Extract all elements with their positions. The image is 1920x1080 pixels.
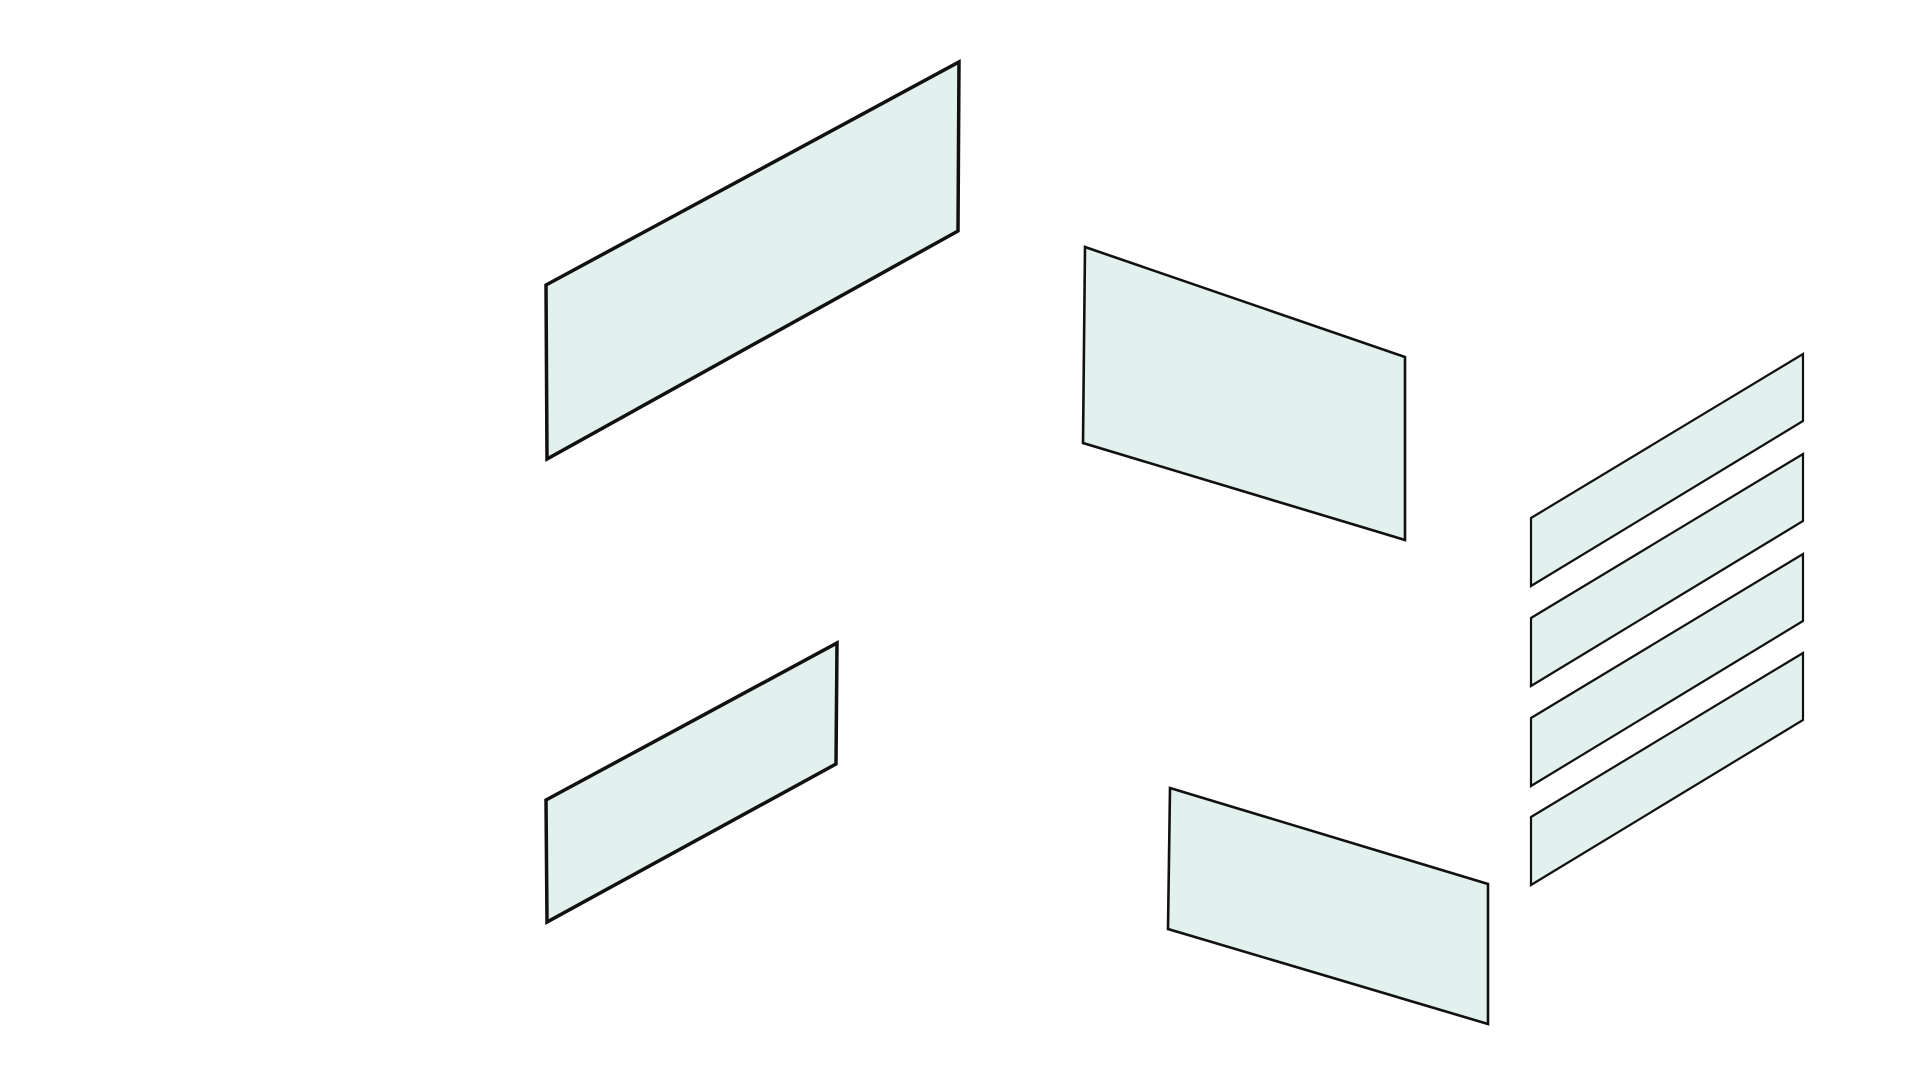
- left-column-group: [544, 59, 961, 925]
- panel-stack-4: [1529, 651, 1805, 887]
- center-column-group: [1081, 245, 1490, 1026]
- right-stack-group: [1529, 352, 1805, 887]
- panel-left-large: [544, 59, 961, 462]
- panel-stack-2: [1529, 452, 1805, 688]
- panel-stack-1: [1529, 352, 1805, 588]
- panel-center-lower: [1166, 786, 1490, 1026]
- panel-stack-3: [1529, 552, 1805, 788]
- panel-left-small: [544, 640, 839, 925]
- panel-center-upper: [1081, 245, 1407, 542]
